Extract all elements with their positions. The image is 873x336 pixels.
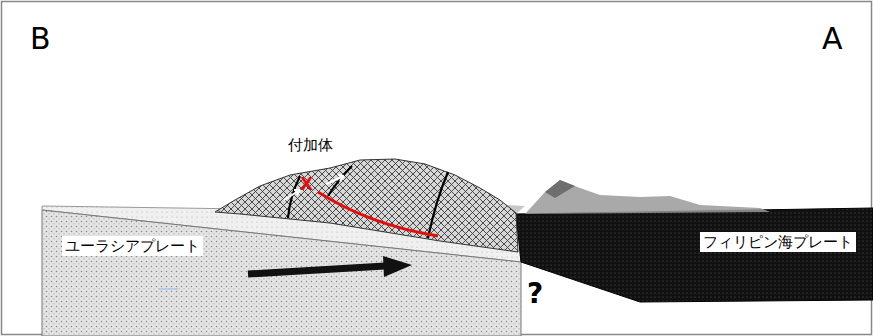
node-label: ユーラシアプレート [62,236,203,256]
unknown-mark: ? [527,280,543,308]
node-outline [510,200,873,310]
node-outline [210,132,522,257]
accretionary-prism: 付加体 [210,132,522,257]
mountain-range [525,180,770,214]
section-end-letter: B [30,24,51,54]
mountain-shade [545,180,575,198]
node-label: フィリピン海プレート [700,232,856,252]
plate-face [516,208,873,302]
node-label: 付加体 [288,136,333,154]
section-end-letter: A [822,24,843,54]
philippine-sea-plate: フィリピン海プレート [510,200,873,310]
plate-face [42,210,521,336]
fault-marker: X [300,176,313,193]
plate-face [470,203,525,214]
